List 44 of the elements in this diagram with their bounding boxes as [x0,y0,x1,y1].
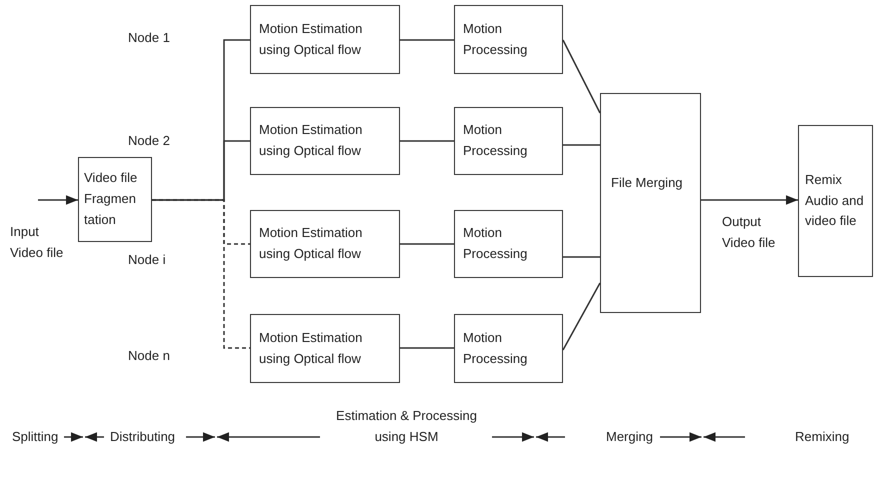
box-label: Motion Estimation using Optical flow [259,328,364,368]
process-box [454,210,563,278]
box-label: File Merging [611,174,684,192]
process-box [798,125,873,277]
node-label: Node 1 [128,29,171,47]
edge-label: Output Video file [722,213,776,252]
node-label: Node 2 [128,132,171,150]
box-label: Motion Processing [463,224,528,263]
connector-line [562,282,601,350]
connector-line [563,256,600,258]
box-label: Motion Processing [463,328,528,368]
node-label: Node i [128,251,167,269]
arrow [701,195,798,205]
box-label: Motion Estimation using Optical flow [259,224,364,263]
stage-label: Distributing [110,428,176,446]
box-label: Motion Processing [463,20,528,59]
box-label: Motion Estimation using Optical flow [259,20,364,59]
process-box [454,314,563,383]
connector-line [152,199,250,349]
arrow [38,195,78,205]
stage-label: Merging [606,428,654,446]
box-label: Motion Estimation using Optical flow [259,121,364,160]
process-box [250,5,400,74]
connector-line [400,243,454,245]
connector-line [562,40,601,114]
stage-label: Estimation & Processing using HSM [335,407,478,446]
process-box [250,210,400,278]
connector-line [400,347,454,349]
connector-line [563,144,600,146]
process-box [250,107,400,175]
process-box [78,157,152,242]
box-label: Video file Fragmen tation [84,169,138,229]
input-label: Input Video file [10,223,64,262]
process-box [454,5,563,74]
stage-label: Splitting [12,428,60,446]
box-label: Motion Processing [463,121,528,160]
node-label: Node n [128,347,171,365]
process-box [600,93,701,313]
process-box [454,107,563,175]
connector-line [400,39,454,41]
process-box [250,314,400,383]
connector-line [400,140,454,142]
box-label: Remix Audio and video file [805,170,865,230]
stage-label: Remixing [795,428,850,446]
